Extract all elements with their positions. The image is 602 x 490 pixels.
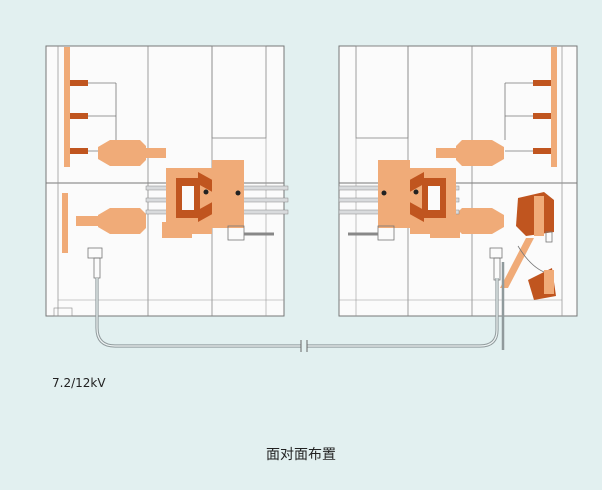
left-cabinet-body [45,45,285,317]
right-circuit-breaker [348,160,460,241]
connecting-cable [95,262,505,352]
layout-caption: 面对面布置 [266,447,336,463]
right-switchgear-cabinet [338,45,578,317]
right-current-transformers [504,47,557,167]
left-circuit-breaker [162,160,274,241]
right-earthing-switch [500,192,556,300]
left-switchgear-cabinet [45,45,289,317]
voltage-rating-label: 7.2/12kV [52,376,106,390]
